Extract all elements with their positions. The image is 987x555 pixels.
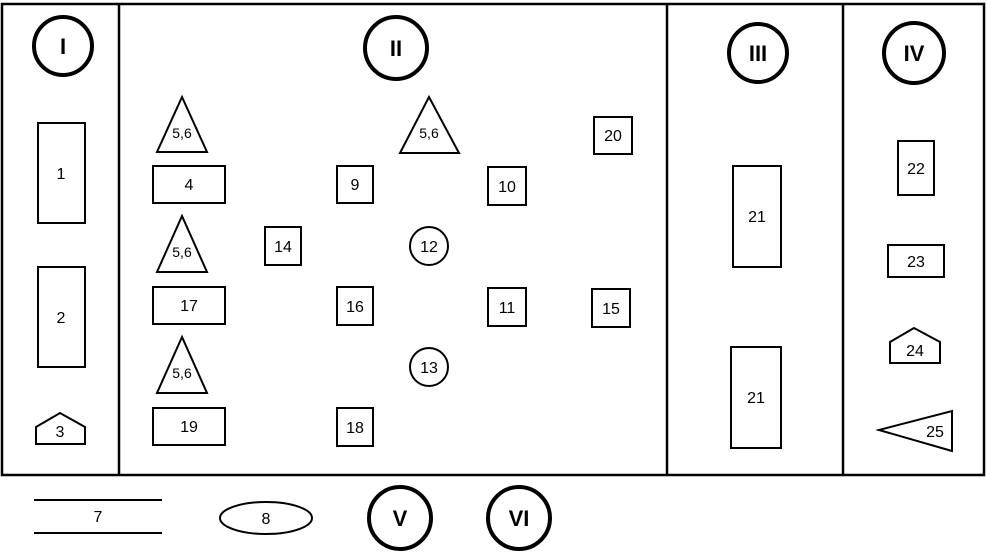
item-1-label: 1 (57, 166, 66, 183)
item-21-a: 21 (732, 165, 782, 268)
item-14: 14 (264, 226, 302, 266)
zone-I-label: I (60, 34, 66, 59)
item-11-label: 11 (499, 300, 516, 317)
zone-VI: VI (486, 485, 552, 551)
item-18-label: 18 (346, 420, 364, 437)
item-21-b-label: 21 (747, 390, 765, 407)
item-15-label: 15 (602, 301, 620, 318)
item-5-6-d: 5,6 (398, 94, 461, 154)
item-14-label: 14 (274, 239, 292, 256)
zone-VI-label: VI (509, 506, 530, 531)
item-7: 7 (34, 499, 162, 534)
item-2-label: 2 (57, 310, 66, 327)
item-8-label: 8 (262, 511, 271, 528)
item-2: 2 (37, 266, 86, 368)
item-12-label: 12 (420, 239, 438, 256)
item-25-label: 25 (926, 424, 944, 441)
item-4: 4 (152, 165, 226, 204)
zone-V-label: V (393, 506, 408, 531)
item-5-6-d-label: 5,6 (419, 125, 439, 141)
item-17: 17 (152, 286, 226, 325)
item-22: 22 (897, 140, 935, 196)
item-11: 11 (487, 287, 527, 327)
item-24-label: 24 (906, 343, 924, 360)
item-5-6-a-label: 5,6 (172, 125, 192, 141)
item-21-b: 21 (730, 346, 782, 449)
item-8: 8 (219, 501, 313, 535)
item-1: 1 (37, 122, 86, 224)
item-3: 3 (35, 411, 86, 445)
item-10-label: 10 (498, 179, 516, 196)
item-17-label: 17 (180, 298, 198, 315)
zone-III: III (727, 22, 789, 84)
item-23: 23 (887, 244, 945, 278)
item-7-label: 7 (94, 509, 103, 526)
item-4-label: 4 (185, 177, 194, 194)
zone-IV-label: IV (904, 41, 925, 66)
item-3-label: 3 (56, 424, 65, 441)
item-18: 18 (336, 407, 374, 447)
item-5-6-b: 5,6 (155, 213, 209, 273)
item-9-label: 9 (351, 177, 360, 194)
item-20-label: 20 (604, 128, 622, 145)
item-19-label: 19 (180, 419, 198, 436)
zone-IV: IV (882, 21, 946, 85)
item-21-a-label: 21 (748, 209, 766, 226)
item-13-label: 13 (420, 360, 438, 377)
zone-II: II (363, 15, 429, 81)
item-13: 13 (409, 347, 449, 387)
outer-frame (0, 2, 986, 477)
item-5-6-c: 5,6 (155, 334, 209, 394)
item-10: 10 (487, 166, 527, 206)
item-24: 24 (889, 326, 941, 364)
item-15: 15 (591, 288, 631, 328)
zone-III-label: III (749, 41, 767, 66)
zone-V: V (367, 485, 433, 551)
item-5-6-b-label: 5,6 (172, 244, 192, 260)
item-9: 9 (336, 165, 374, 204)
zone-II-label: II (390, 36, 402, 61)
item-20: 20 (593, 116, 633, 155)
item-23-label: 23 (907, 254, 925, 271)
item-16-label: 16 (346, 299, 364, 316)
item-5-6-a: 5,6 (155, 94, 209, 153)
item-5-6-c-label: 5,6 (172, 365, 192, 381)
item-25: 25 (875, 409, 953, 453)
zone-I: I (32, 15, 94, 77)
item-22-label: 22 (907, 161, 925, 178)
item-12: 12 (409, 226, 449, 266)
item-16: 16 (336, 286, 374, 326)
item-19: 19 (152, 407, 226, 446)
